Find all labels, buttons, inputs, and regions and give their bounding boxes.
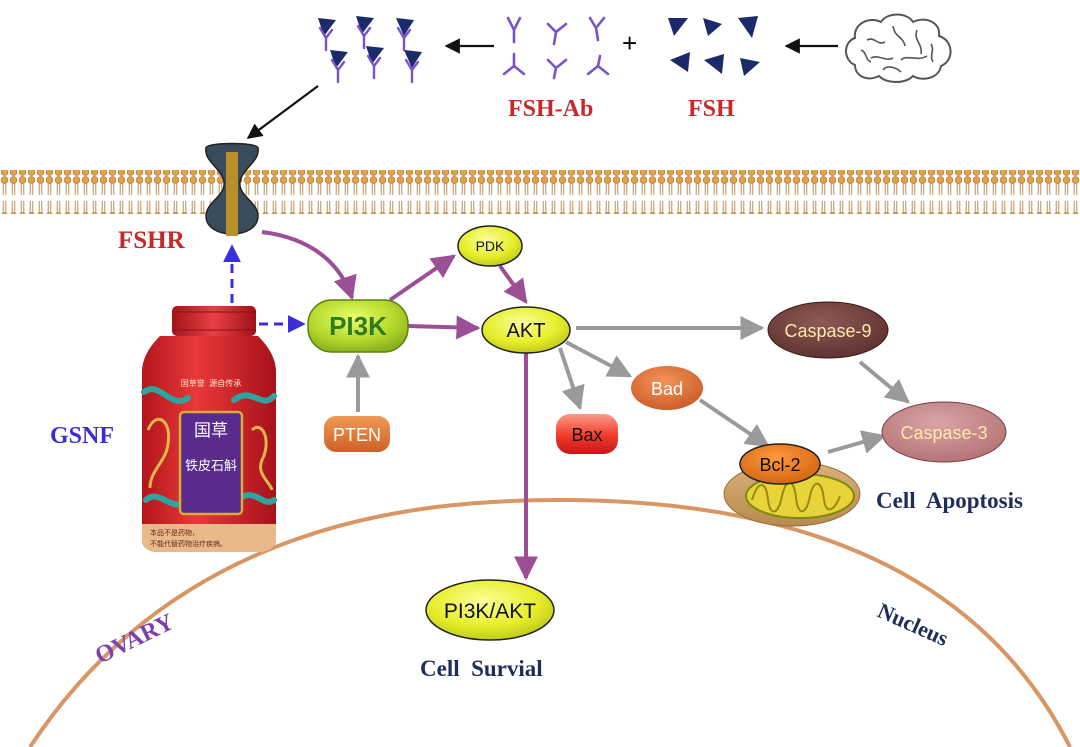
bottle-brand: 国草	[194, 421, 228, 440]
node-bad: Bad	[631, 366, 703, 410]
svg-text:Caspase-3: Caspase-3	[900, 423, 987, 443]
antibody-icon	[586, 54, 610, 76]
label-cell-apoptosis: Cell Apoptosis	[876, 488, 1023, 513]
node-pten: PTEN	[324, 416, 390, 452]
complex-icon	[318, 18, 336, 52]
svg-text:PI3K: PI3K	[329, 311, 387, 341]
bottle-warning-2: 不能代替药物治疗疾病。	[150, 539, 227, 548]
antibody-icon	[546, 22, 568, 46]
arrow-pdk-to-akt	[498, 264, 528, 304]
brain-icon	[845, 13, 952, 83]
svg-text:AKT: AKT	[507, 320, 546, 342]
arrow-fshr-to-pi3k	[261, 230, 357, 301]
arrow-bad-to-bcl2	[698, 398, 770, 448]
fsh-triangle	[740, 58, 760, 76]
complex-icon	[366, 46, 384, 80]
arrow-bcl2-to-caspase3	[827, 430, 887, 454]
node-bax: Bax	[556, 414, 618, 454]
label-ovary: OVARY	[91, 609, 178, 669]
bottle-warning-1: 本品不是药物，	[150, 528, 199, 537]
node-pdk: PDK	[457, 225, 523, 267]
complex-icon	[396, 18, 414, 52]
node-pi3k-akt: PI3K/AKT	[425, 579, 555, 641]
bottle-name: 铁皮石斛	[185, 458, 237, 473]
fsh-triangle	[703, 18, 722, 36]
label-fsh: FSH	[688, 96, 735, 122]
bottle-tagline: 国草誉 源自传承	[181, 378, 241, 388]
fsh-ab-complexes	[318, 16, 422, 84]
gsnf-bottle-image: 国草 铁皮石斛 国草誉 源自传承 本品不是药物， 不能代替药物治疗疾病。	[141, 306, 277, 552]
svg-text:Bad: Bad	[651, 379, 683, 399]
svg-text:Bax: Bax	[571, 425, 602, 445]
fsh-antibodies	[502, 16, 610, 80]
label-nucleus: Nucleus	[874, 598, 953, 651]
complex-icon	[330, 50, 348, 84]
svg-text:PTEN: PTEN	[333, 425, 381, 445]
arrow-akt-to-bad	[565, 340, 633, 378]
arrow-complex-to-receptor	[246, 85, 319, 139]
fsh-triangle	[738, 16, 758, 38]
label-fshr: FSHR	[118, 227, 186, 254]
node-bcl2: Bcl-2	[739, 443, 821, 485]
arrow-caspase9-to-caspase3	[858, 360, 910, 404]
antibody-icon	[506, 16, 522, 44]
nucleus-envelope	[28, 497, 1072, 747]
arrow-pi3k-to-akt	[407, 315, 481, 340]
node-akt: AKT	[481, 306, 571, 354]
arrow-pi3k-to-pdk	[388, 254, 456, 302]
svg-text:PI3K/AKT: PI3K/AKT	[444, 600, 536, 623]
plus-sign: +	[622, 28, 637, 58]
label-cell-survival: Cell Survial	[420, 656, 543, 681]
node-pi3k: PI3K	[307, 299, 409, 353]
antibody-icon	[588, 16, 606, 42]
node-caspase9: Caspase-9	[767, 301, 889, 359]
fsh-triangle	[668, 18, 688, 36]
complex-icon	[356, 16, 374, 50]
fsh-triangle	[670, 52, 690, 72]
cell-membrane	[0, 170, 1080, 214]
svg-text:PDK: PDK	[476, 238, 505, 254]
label-gsnf: GSNF	[50, 423, 114, 449]
antibody-icon	[546, 58, 568, 80]
complex-icon	[404, 50, 422, 84]
fshr-receptor	[205, 142, 259, 236]
fsh-molecules	[668, 16, 760, 76]
svg-text:Bcl-2: Bcl-2	[759, 455, 800, 475]
svg-text:Caspase-9: Caspase-9	[784, 321, 871, 341]
label-fsh-ab: FSH-Ab	[508, 96, 593, 122]
fsh-triangle	[704, 54, 724, 74]
arrow-akt-to-bax	[558, 347, 585, 411]
node-caspase3: Caspase-3	[881, 401, 1007, 463]
antibody-icon	[502, 52, 526, 76]
